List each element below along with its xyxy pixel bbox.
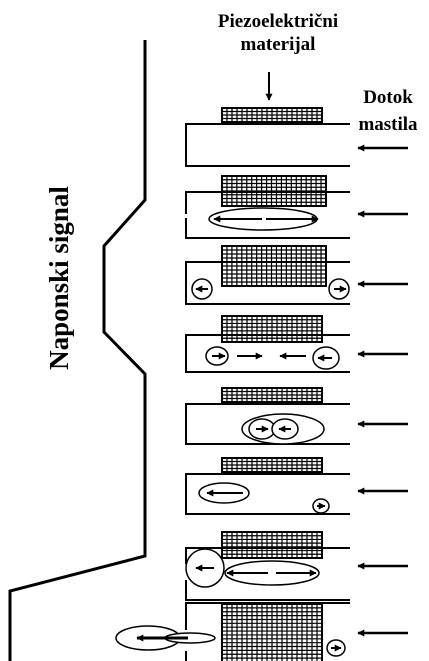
nozzle-wall-top [185,473,350,496]
nozzle-wall-top [185,191,350,214]
nozzle-wall-top [185,602,350,630]
nozzle-wall-top [185,123,350,146]
ink-label-line2: mastila [358,114,418,135]
nozzle-wall-top [185,547,350,564]
nozzle-wall-top [185,334,350,357]
piezo-grid [222,246,326,286]
piezo-grid [222,604,322,661]
piezo-grid [222,108,322,122]
piezo-grid [222,388,322,402]
nozzle-wall-bottom [185,352,350,373]
piezo-label-line1: Piezoelektrični [217,11,339,32]
nozzle-wall-bottom [185,218,350,239]
nozzle-wall-bottom [185,146,350,167]
nozzle-wall-bottom [185,494,350,515]
voltage-signal-waveform [8,40,147,661]
piezo-grid [222,316,322,342]
piezo-label-line2: materijal [240,34,316,55]
nozzle-wall-top [185,261,350,284]
ink-supply-label: Dotok mastila [346,84,429,138]
ink-label-line1: Dotok [363,87,413,108]
pressure-wave-ellipse [224,560,320,586]
nozzle-sequence [115,107,408,661]
piezo-grid [222,532,322,558]
nozzle-wall-bottom [185,284,350,305]
piezo-grid [222,458,322,472]
nozzle-wall-top [185,403,350,426]
piezo-material-label: Piezoelektrični materijal [198,10,358,56]
nozzle-wall-bottom [185,580,350,601]
